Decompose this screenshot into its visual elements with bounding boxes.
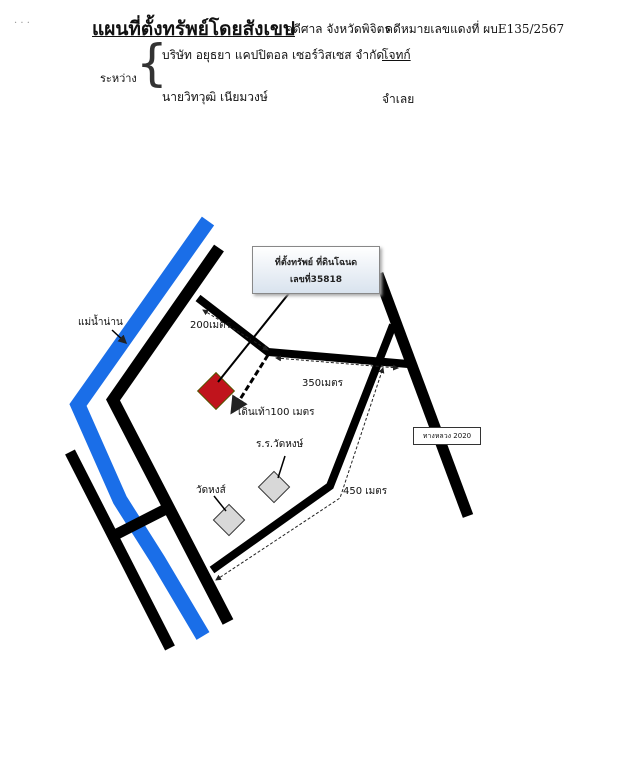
distance-arrow-350 (275, 355, 399, 371)
river-label: แม่น้ำน่าน (78, 314, 123, 328)
plaintiff-role: โจทก์ (382, 48, 411, 62)
party-brace: { (136, 34, 168, 92)
defendant-name: นายวิทวุฒิ เนียมวงษ์ (162, 90, 268, 104)
highway-label: ทางหลวง 2020 (413, 427, 481, 445)
court-name: คดีศาล จังหวัดพิจิตร (285, 22, 391, 36)
main-road (106, 244, 234, 625)
case-number: คดีหมายเลขแดงที่ ผบE135/2567 (385, 22, 565, 36)
connector-road (112, 503, 171, 540)
defendant-role: จำเลย (382, 92, 415, 106)
river-label-arrow (111, 329, 128, 345)
walking-path (230, 354, 270, 415)
branch-road (195, 294, 409, 368)
school-pointer (277, 455, 286, 479)
distance-350-label: 350เมตร (302, 378, 344, 389)
distance-arrow-200 (202, 309, 269, 351)
highway-road (372, 272, 474, 518)
outer-road (65, 449, 175, 651)
distance-450-label: 450 เมตร (343, 486, 388, 497)
walk-100-label: เดินเท้า100 เมตร (238, 406, 315, 418)
document-title: แผนที่ตั้งทรัพย์โดยสังเขป (92, 18, 295, 40)
school-label: ร.ร.วัดหงษ์ (256, 438, 304, 450)
property-callout: ที่ตั้งทรัพย์ ที่ดินโฉนด เลขที่35818 (252, 246, 380, 294)
callout-pointer (217, 291, 291, 383)
temple-marker (212, 503, 246, 537)
plaintiff-name: บริษัท อยุธยา แคปปิตอล เซอร์วิสเซส จำกัด (162, 48, 385, 62)
distance-200-label: 200เมตร (190, 320, 232, 331)
scan-specks: · · · (14, 18, 30, 29)
property-marker (196, 371, 236, 411)
temple-pointer (213, 495, 227, 512)
temple-label: วัดหงส์ (196, 484, 226, 496)
callout-line2: เลขที่35818 (290, 275, 342, 285)
school-marker (257, 470, 291, 504)
between-label: ระหว่าง (100, 72, 137, 85)
callout-line1: ที่ตั้งทรัพย์ ที่ดินโฉนด (274, 258, 358, 268)
